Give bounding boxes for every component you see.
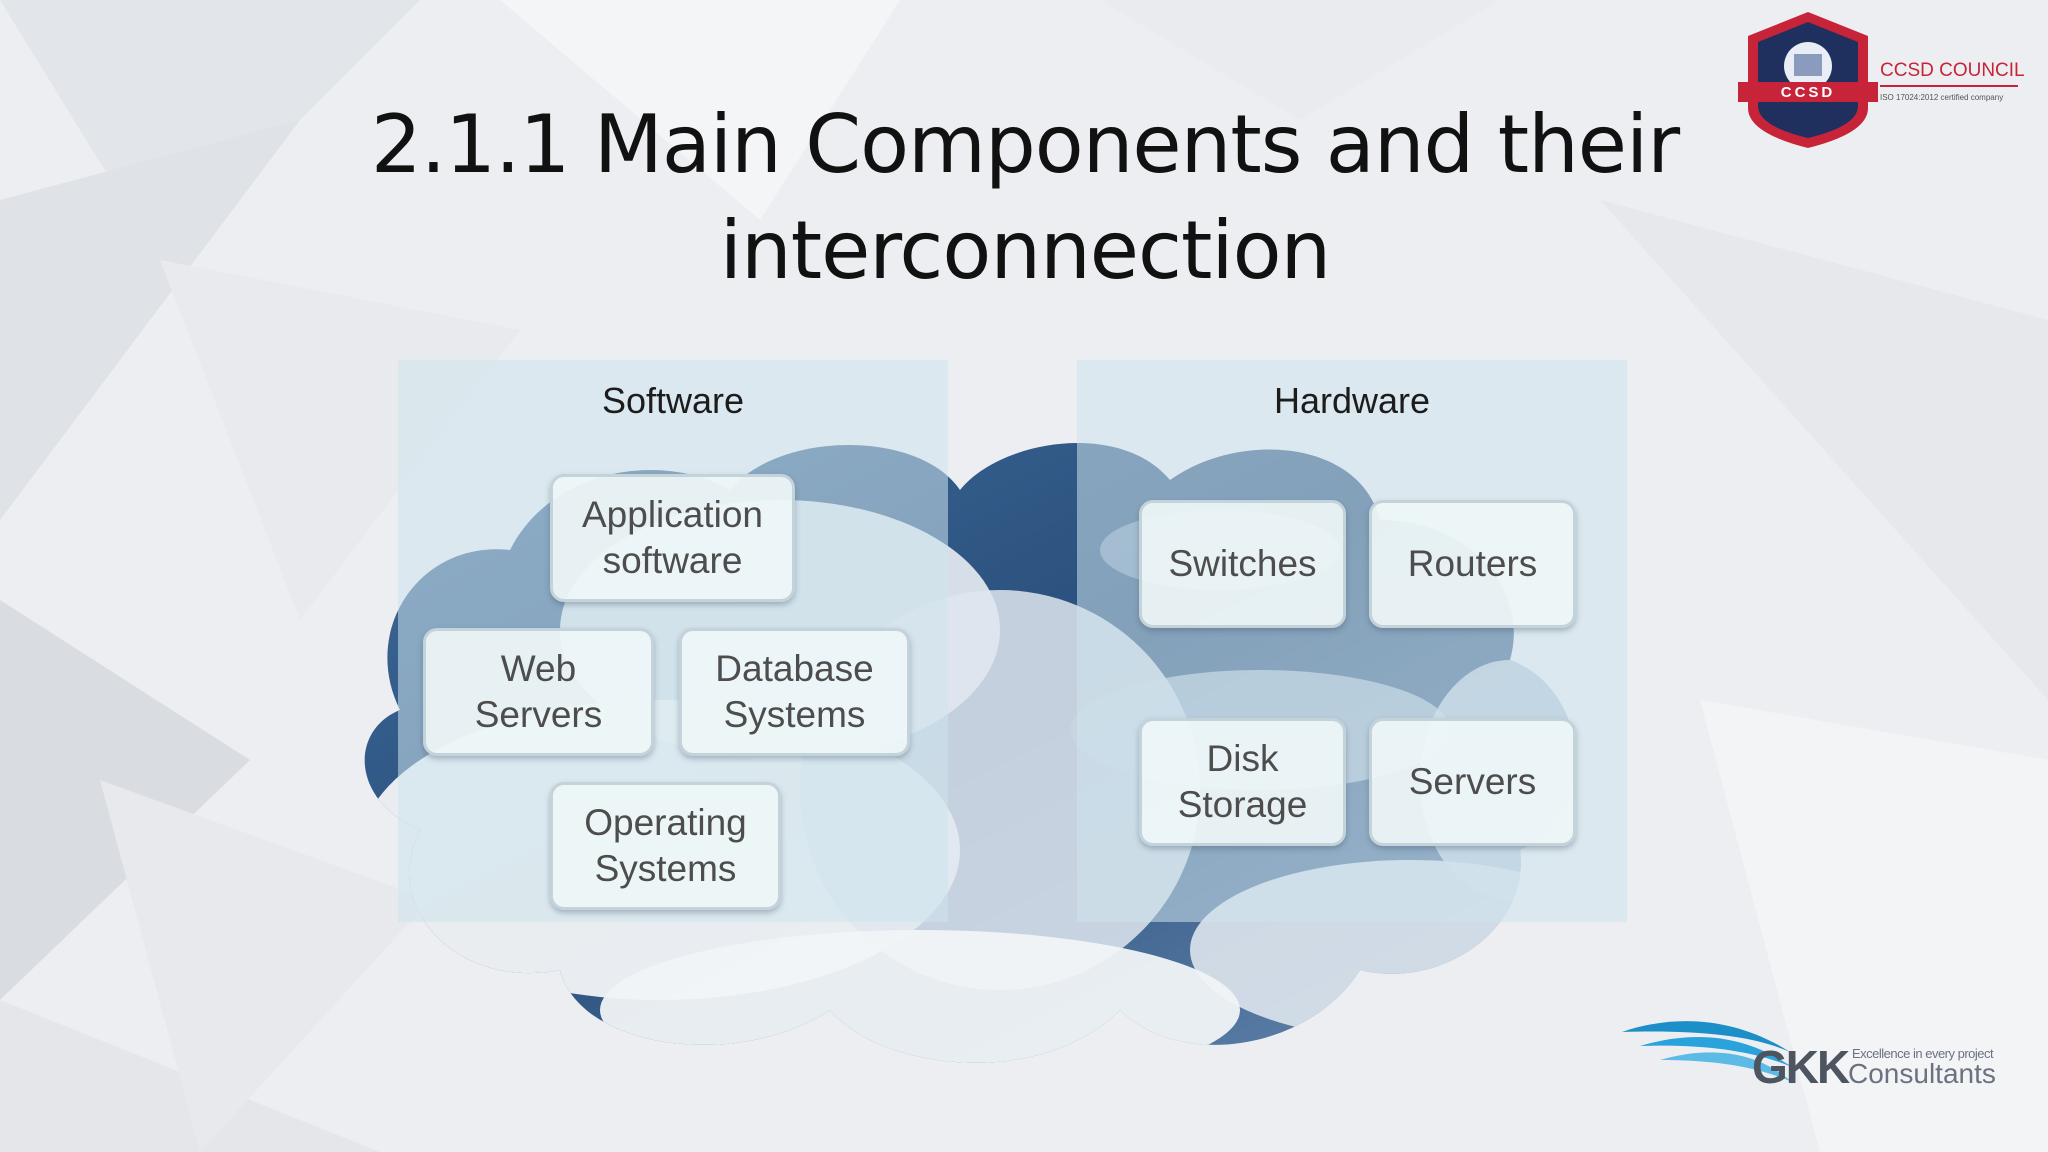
- ccsd-council-name: CCSD COUNCIL: [1880, 60, 2025, 81]
- operating-systems-box: Operating Systems: [550, 782, 781, 910]
- ccsd-logo: CCSD: [1738, 12, 2018, 148]
- gkk-tagline: Excellence in every project: [1852, 1046, 1994, 1061]
- gkk-consultants: Consultants: [1848, 1058, 1996, 1089]
- hardware-title: Hardware: [1273, 380, 1431, 421]
- ccsd-badge-text: CCSD: [1781, 84, 1836, 101]
- switches-box: Switches: [1139, 500, 1346, 628]
- servers-box: Servers: [1369, 718, 1576, 846]
- database-systems-box: Database Systems: [679, 628, 910, 756]
- routers-box: Routers: [1369, 500, 1576, 628]
- software-title: Software: [601, 380, 745, 421]
- slide-title: 2.1.1 Main Components and their intercon…: [370, 98, 1680, 297]
- disk-storage-box: Disk Storage: [1139, 718, 1346, 846]
- web-servers-box: Web Servers: [423, 628, 654, 756]
- application-software-box: Application software: [550, 474, 795, 602]
- gkk-logo-text: GKK: [1752, 1041, 1850, 1093]
- ccsd-subtitle: ISO 17024:2012 certified company: [1880, 93, 2004, 102]
- gkk-wave-icon: [1622, 1021, 1792, 1082]
